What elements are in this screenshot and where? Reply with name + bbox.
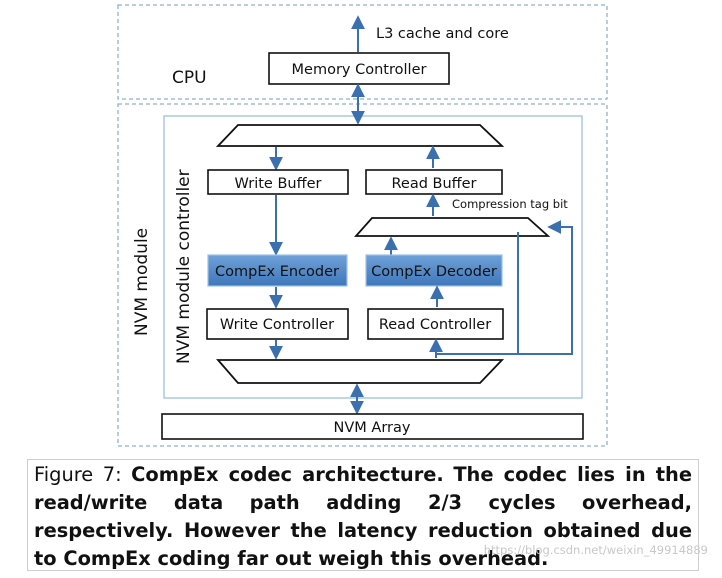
compex-encoder-box (207, 254, 348, 287)
write-buffer-label: Write Buffer (235, 176, 322, 192)
tag-feedback-outer (437, 220, 573, 355)
read-mux (353, 217, 551, 237)
memory-controller-box (268, 52, 450, 85)
bottom-mux (216, 359, 505, 384)
read-controller-label: Read Controller (379, 317, 491, 333)
caption-title: CompEx codec architecture. (131, 463, 444, 486)
codec-architecture-diagram: CPU L3 cache and core Memory Controller … (117, 4, 608, 447)
compex-encoder-label: CompEx Encoder (215, 264, 339, 280)
compression-tag-label: Compression tag bit (452, 197, 568, 211)
nvm-controller-label: NVM module controller (174, 169, 194, 364)
read-buffer-label: Read Buffer (391, 176, 476, 192)
write-controller-box (206, 308, 349, 340)
memory-controller-label: Memory Controller (292, 62, 427, 78)
compex-decoder-box (365, 254, 503, 287)
nvm-array-label: NVM Array (334, 420, 411, 436)
nvm-controller-region (163, 115, 583, 399)
nvm-module-label: NVM module (132, 228, 152, 336)
caption-body: The codec lies in the read/write data pa… (34, 463, 692, 570)
compex-decoder-label: CompEx Decoder (371, 264, 497, 280)
read-buffer-box (365, 169, 503, 195)
nvm-module-region (117, 103, 608, 447)
top-mux (215, 124, 505, 147)
read-controller-box (367, 308, 504, 340)
write-buffer-box (207, 169, 349, 195)
caption-label: Figure 7: (34, 463, 122, 486)
l3-label: L3 cache and core (376, 26, 509, 42)
cpu-label: CPU (172, 68, 207, 88)
nvm-array-box (161, 413, 584, 440)
write-controller-label: Write Controller (220, 317, 334, 333)
figure-caption: Figure 7: CompEx codec architecture. The… (27, 459, 699, 571)
watermark: https://blog.csdn.net/weixin_49914889 (483, 543, 708, 557)
